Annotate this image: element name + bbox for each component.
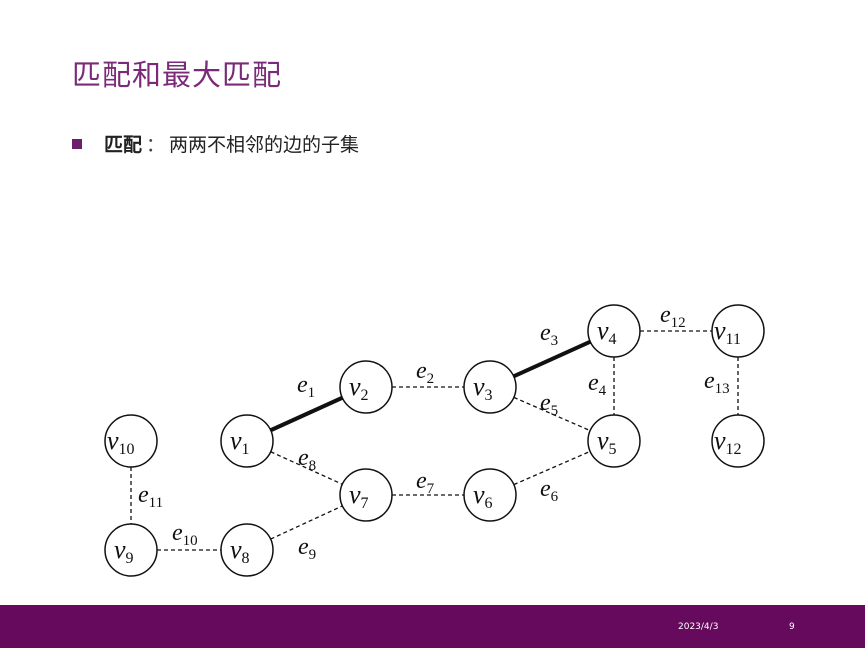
edge-label-e7: e7 [416,468,435,497]
edge-label-e5: e5 [540,390,558,419]
node-label-v3: v3 [473,372,493,404]
edge-label-e1: e1 [297,372,315,401]
node-circle-v4 [587,304,641,358]
edge-e9 [270,505,343,540]
node-v7: v7 [339,468,393,522]
node-v12: v12 [711,414,765,468]
node-circle-v1 [220,414,274,468]
node-label-v2: v2 [349,372,369,404]
edge-e1 [269,395,344,433]
node-circle-v2 [339,360,393,414]
bullet-text: 两两不相邻的边的子集 [169,134,360,156]
node-v3: v3 [463,360,517,414]
edge-labels-layer: e1 e2 e3 e4 e5 e6 e7 e8 e9 e10 e11 e12 e13 [138,302,730,563]
node-v5: v5 [587,414,641,468]
nodes-layer: v1 v2 v3 v4 v5 v6 v7 v8 v9 v10 v11 v12 [104,304,765,577]
node-v6: v6 [463,468,517,522]
node-circle-v11 [711,304,765,358]
node-circle-v3 [463,360,517,414]
node-v8: v8 [220,523,274,577]
edge-label-e2: e2 [416,358,434,387]
footer-date: 2023/4/3 [678,622,719,632]
node-label-v5: v5 [597,426,617,458]
node-label-v4: v4 [597,316,617,348]
node-v10: v10 [104,414,158,468]
node-v11: v11 [711,304,765,358]
node-circle-v5 [587,414,641,468]
node-circle-v8 [220,523,274,577]
node-label-v10: v10 [107,426,135,458]
slide-title: 匹配和最大匹配 [72,58,283,92]
edge-label-e3: e3 [540,320,558,349]
bullet-term: 匹配 [104,134,143,156]
node-circle-v9 [104,523,158,577]
edge-e3 [512,339,592,379]
node-circle-v7 [339,468,393,522]
footer-bar: 2023/4/3 9 [0,605,865,648]
edge-label-e13: e13 [704,368,730,397]
node-circle-v12 [711,414,765,468]
edge-label-e11: e11 [138,482,163,511]
node-label-v9: v9 [114,535,134,567]
edge-label-e6: e6 [540,476,559,505]
node-circle-v10 [104,414,158,468]
node-label-v8: v8 [230,535,250,567]
edge-label-e9: e9 [298,534,316,563]
node-v4: v4 [587,304,641,358]
bullet-separator: ： [146,134,166,156]
footer-page-number: 9 [789,622,795,632]
node-label-v7: v7 [349,480,369,512]
edge-label-e8: e8 [298,445,316,474]
node-label-v1: v1 [230,426,250,458]
bullet-item: 匹配 ： 两两不相邻的边的子集 [72,130,359,157]
node-v2: v2 [339,360,393,414]
edge-label-e12: e12 [660,302,686,331]
edge-label-e10: e10 [172,520,198,549]
node-label-v12: v12 [714,426,742,458]
edge-label-e4: e4 [588,370,607,399]
edge-e6 [513,450,591,486]
node-circle-v6 [463,468,517,522]
node-label-v6: v6 [473,480,493,512]
edge-e8 [270,451,343,485]
edges-layer [130,330,739,551]
matching-graph: v1 v2 v3 v4 v5 v6 v7 v8 v9 v10 v11 v12 e1 e2 e3 e4 e5 e6… [104,302,765,577]
node-label-v11: v11 [714,316,741,348]
node-v1: v1 [220,414,274,468]
bullet-square-icon [72,138,82,149]
node-v9: v9 [104,523,158,577]
